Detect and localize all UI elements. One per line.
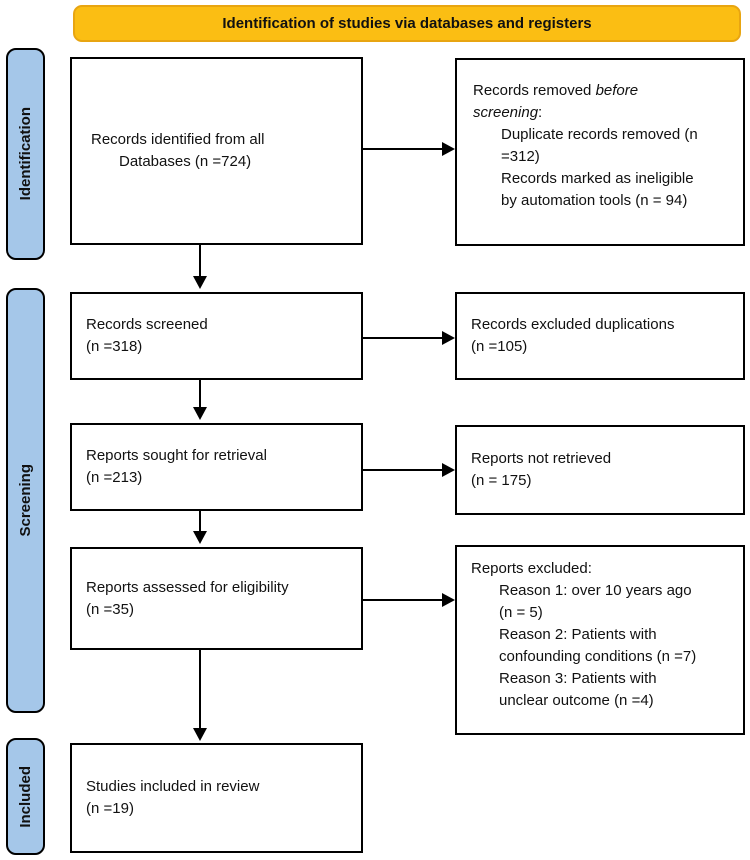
box-text-line: Databases (n =724) bbox=[119, 153, 252, 170]
box-text-line: Reports sought for retrieval bbox=[86, 447, 267, 464]
box-reports-excluded-reasons: Reports excluded: Reason 1: over 10 years… bbox=[455, 545, 745, 735]
box-records-excluded: Records excluded duplications (n =105) bbox=[455, 292, 745, 380]
diagram-title-banner: Identification of studies via databases … bbox=[73, 5, 741, 42]
box-text-line: (n = 5) bbox=[499, 604, 543, 621]
box-reports-not-retrieved: Reports not retrieved (n = 175) bbox=[455, 425, 745, 515]
box-text-line: unclear outcome (n =4) bbox=[499, 692, 654, 709]
box-text-line: Reason 2: Patients with bbox=[499, 626, 657, 643]
arrow-right-row3-icon bbox=[363, 463, 455, 477]
box-text-line: Reports not retrieved bbox=[471, 450, 612, 467]
box-text-line: Reports assessed for eligibility bbox=[86, 578, 289, 596]
arrow-down-2-icon bbox=[193, 380, 207, 420]
box-text-line: (n = 175) bbox=[471, 472, 532, 489]
stage-bar-included: Included bbox=[6, 738, 45, 855]
diagram-title: Identification of studies via databases … bbox=[222, 15, 592, 32]
box-text-line: =312) bbox=[501, 148, 540, 165]
box-records-removed-before-screening: Records removed before screening: Duplicat… bbox=[455, 58, 745, 246]
box-text-line: Records marked as ineligible bbox=[501, 170, 694, 187]
box-text-line: confounding conditions (n =7) bbox=[499, 648, 697, 665]
box-text-line: screening: bbox=[473, 104, 543, 121]
stage-label-included: Included bbox=[17, 765, 34, 828]
box-text-line: Records excluded duplications bbox=[471, 316, 675, 333]
box-text-line: (n =105) bbox=[471, 338, 528, 355]
box-text-line: (n =19) bbox=[86, 800, 134, 817]
box-text-line: Reports excluded: bbox=[471, 560, 592, 577]
box-text-line: (n =35) bbox=[86, 600, 134, 618]
box-text-line: Records identified from all bbox=[91, 131, 265, 148]
box-text-line: Records screened bbox=[86, 316, 208, 333]
box-text-line: Studies included in review bbox=[86, 778, 260, 795]
arrow-down-4-icon bbox=[193, 650, 207, 741]
arrow-right-row1-icon bbox=[363, 142, 455, 156]
stage-label-identification: Identification bbox=[17, 107, 34, 201]
box-records-screened: Records screened (n =318) bbox=[70, 292, 363, 380]
box-text-line: by automation tools (n = 94) bbox=[501, 192, 688, 209]
stage-bar-identification: Identification bbox=[6, 48, 45, 260]
box-text-line: Duplicate records removed (n bbox=[501, 126, 698, 143]
stage-bar-screening: Screening bbox=[6, 288, 45, 713]
arrow-right-row2-icon bbox=[363, 331, 455, 345]
box-reports-sought: Reports sought for retrieval (n =213) bbox=[70, 423, 363, 511]
arrow-right-row4-icon bbox=[363, 593, 455, 607]
box-text-line: Reason 3: Patients with bbox=[499, 670, 657, 687]
box-studies-included: Studies included in review (n =19) bbox=[70, 743, 363, 853]
box-text-line: Records removed before bbox=[473, 82, 639, 99]
box-reports-assessed: Reports assessed for eligibility (n =35) bbox=[70, 547, 363, 650]
arrow-down-3-icon bbox=[193, 511, 207, 544]
box-text-line: (n =213) bbox=[86, 469, 143, 486]
arrow-down-1-icon bbox=[193, 245, 207, 289]
box-text-line: (n =318) bbox=[86, 338, 143, 355]
box-text-line: Reason 1: over 10 years ago bbox=[499, 582, 692, 599]
stage-label-screening: Screening bbox=[17, 464, 34, 537]
